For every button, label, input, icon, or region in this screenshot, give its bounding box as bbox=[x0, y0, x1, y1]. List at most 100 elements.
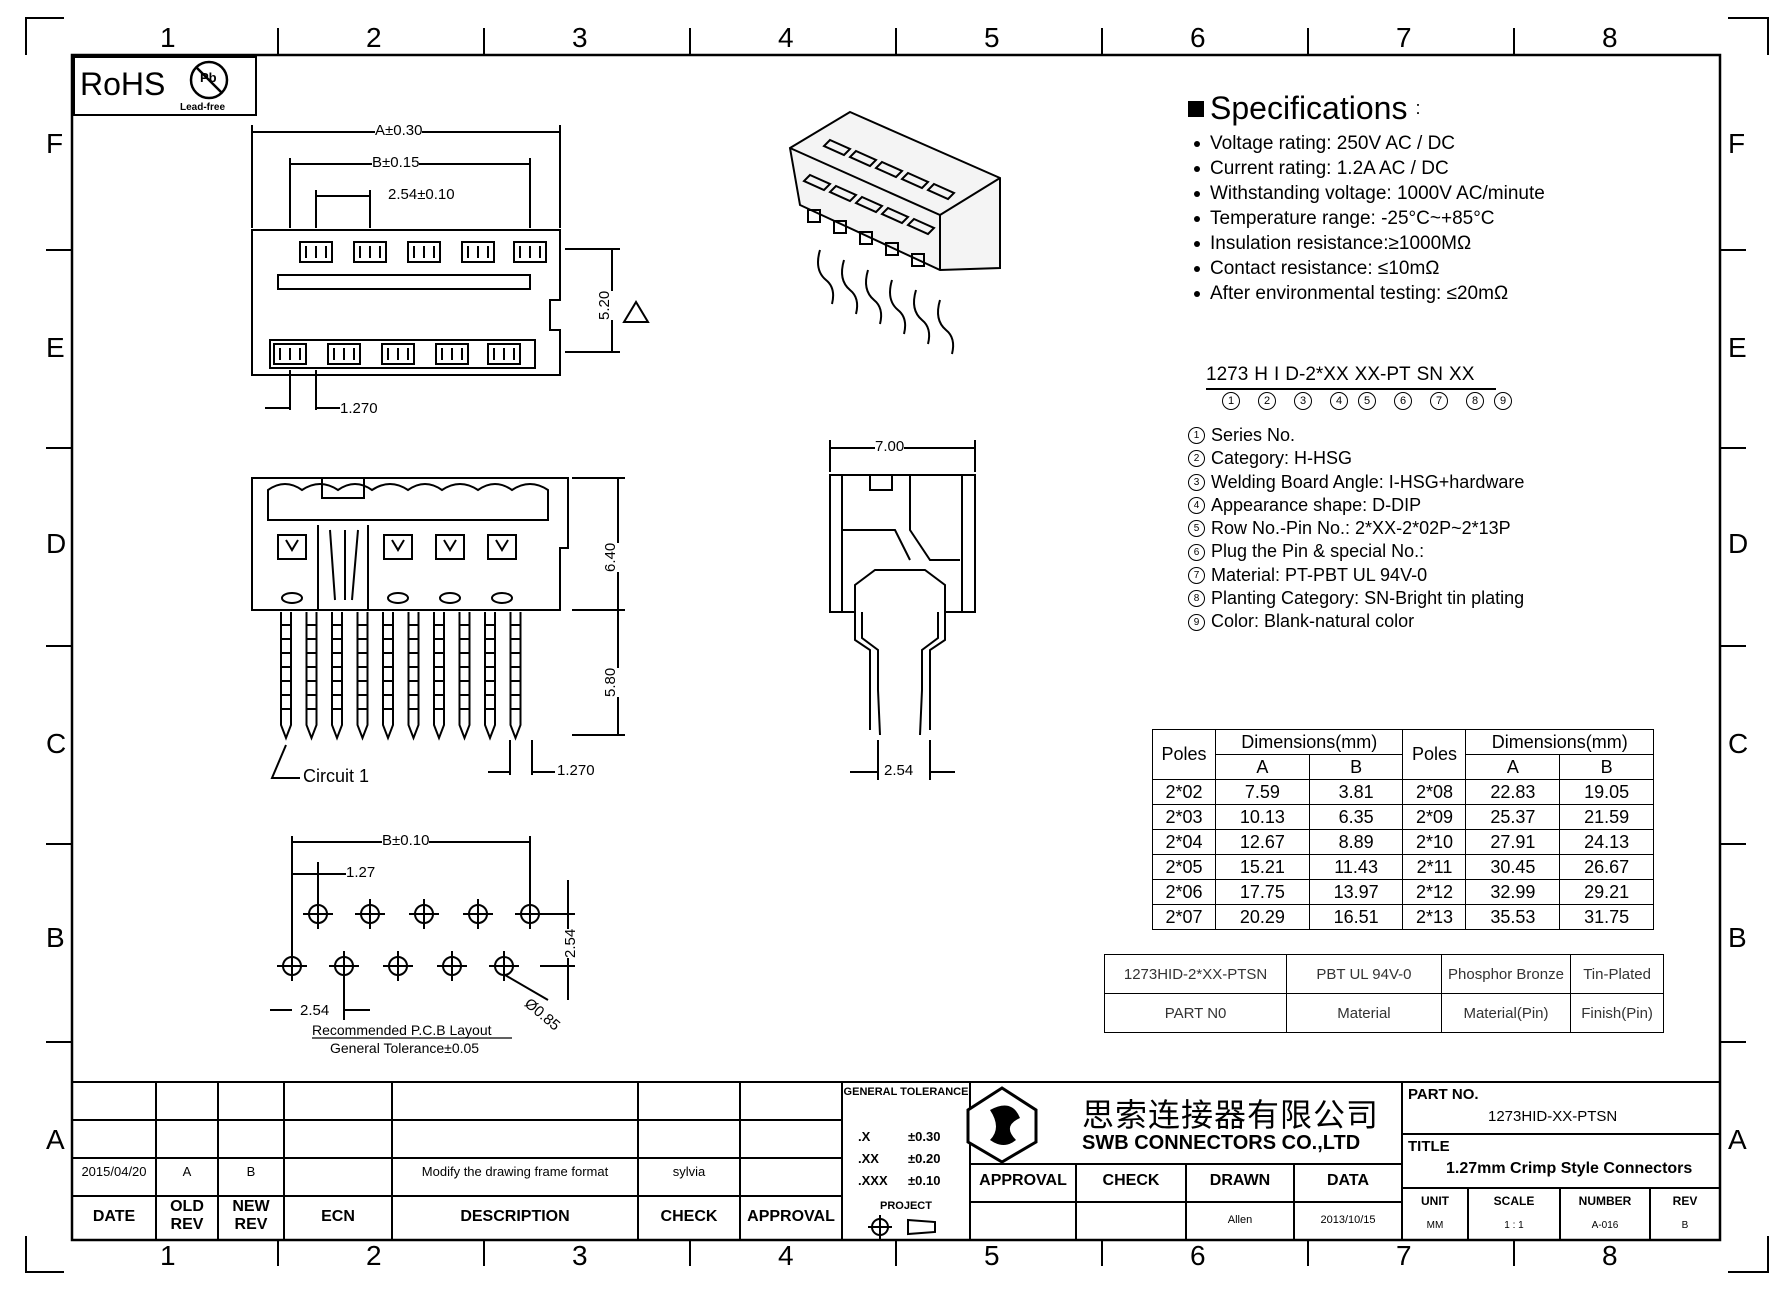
dim-cell: 11.43 bbox=[1308, 854, 1404, 880]
grid-col-bottom-2: 2 bbox=[366, 1240, 382, 1271]
dims-header-left: Dimensions(mm) bbox=[1214, 729, 1404, 755]
dim-cell: 20.29 bbox=[1215, 904, 1310, 930]
dim-cell: 7.59 bbox=[1215, 779, 1310, 805]
dim-cell: 19.05 bbox=[1559, 779, 1654, 805]
spec-text: Temperature range: -25°C~+85°C bbox=[1210, 208, 1495, 229]
grid-row-left-F: F bbox=[46, 128, 64, 159]
dim-cell: 35.53 bbox=[1465, 904, 1561, 930]
title-block-lines bbox=[72, 1081, 1720, 1240]
isometric-view bbox=[788, 110, 1001, 355]
side-view bbox=[829, 440, 976, 780]
dim-6-40: 6.40 bbox=[602, 542, 619, 572]
grid-row-right-E: E bbox=[1728, 332, 1747, 363]
legend-text: Category: H-HSG bbox=[1211, 448, 1353, 469]
material-cell: Finish(Pin) bbox=[1570, 993, 1664, 1033]
specifications-section: Specifications : Voltage rating: 250V AC… bbox=[1188, 90, 1545, 306]
dim-a: A±0.30 bbox=[375, 122, 423, 139]
poles-header-left: Poles bbox=[1152, 729, 1216, 780]
grid-col-top-8: 8 bbox=[1602, 22, 1618, 53]
dims-header-right: Dimensions(mm) bbox=[1465, 729, 1654, 755]
grid-row-right-C: C bbox=[1728, 728, 1749, 759]
code-number-icon: 1 bbox=[1222, 392, 1240, 410]
spec-text: After environmental testing: ≤20mΩ bbox=[1210, 283, 1509, 304]
sign-check: CHECK bbox=[1102, 1172, 1160, 1189]
grid-col-bottom-6: 6 bbox=[1190, 1240, 1206, 1271]
grid-col-top-6: 6 bbox=[1190, 22, 1206, 53]
tolerance-row: .XXX ±0.10 bbox=[858, 1170, 940, 1192]
circuit-1-label: Circuit 1 bbox=[303, 766, 370, 786]
spec-item: After environmental testing: ≤20mΩ bbox=[1188, 281, 1545, 306]
dim-cell: 31.75 bbox=[1559, 904, 1654, 930]
dim-b: B±0.15 bbox=[372, 154, 420, 171]
dim-cell: 2*10 bbox=[1402, 829, 1467, 855]
header-check: CHECK bbox=[660, 1208, 718, 1225]
legend-text: Color: Blank-natural color bbox=[1211, 611, 1415, 632]
code-number-icon: 3 bbox=[1294, 392, 1312, 410]
code-segment: SN bbox=[1416, 364, 1444, 385]
rev-label: REV bbox=[1672, 1194, 1698, 1208]
code-segment: D-2*XX bbox=[1285, 364, 1349, 385]
company-logo-icon bbox=[966, 1086, 1038, 1164]
bullet-icon bbox=[1194, 140, 1200, 147]
sign-drawn: DRAWN bbox=[1209, 1172, 1271, 1189]
dim-cell: 32.99 bbox=[1465, 879, 1561, 905]
legend-text: Plug the Pin & special No.: bbox=[1211, 541, 1425, 562]
legend-number-icon: 3 bbox=[1188, 473, 1205, 491]
pcb-dim-b: B±0.10 bbox=[382, 832, 430, 849]
tolerance-precision: .XXX bbox=[858, 1173, 888, 1188]
pb-label: Pb bbox=[200, 70, 217, 85]
grid-row-left-E: E bbox=[46, 332, 65, 363]
dim-cell: 21.59 bbox=[1559, 804, 1654, 830]
legend-number-icon: 5 bbox=[1188, 520, 1205, 538]
grid-col-bottom-7: 7 bbox=[1396, 1240, 1412, 1271]
pb-icon bbox=[189, 60, 229, 100]
code-number-icon: 4 bbox=[1330, 392, 1348, 410]
dim-cell: 29.21 bbox=[1559, 879, 1654, 905]
legend-text: Row No.-Pin No.: 2*XX-2*02P~2*13P bbox=[1211, 518, 1511, 539]
grid-col-top-1: 1 bbox=[160, 22, 176, 53]
bullet-icon bbox=[1194, 265, 1200, 272]
dim-cell: 26.67 bbox=[1559, 854, 1654, 880]
company-name-en: SWB CONNECTORS CO.,LTD bbox=[1082, 1132, 1361, 1154]
col-b-right: B bbox=[1559, 754, 1654, 780]
dim-1-270-side: 1.270 bbox=[557, 762, 595, 779]
grid-col-top-4: 4 bbox=[778, 22, 794, 53]
drawn-by: Allen bbox=[1227, 1214, 1253, 1226]
dim-cell: 8.89 bbox=[1308, 829, 1404, 855]
grid-row-left-A: A bbox=[46, 1124, 65, 1155]
legend-text: Appearance shape: D-DIP bbox=[1211, 494, 1422, 515]
bullet-icon bbox=[1194, 215, 1200, 222]
code-number-icon: 5 bbox=[1358, 392, 1376, 410]
dim-cell: 2*12 bbox=[1402, 879, 1467, 905]
dim-cell: 22.83 bbox=[1465, 779, 1561, 805]
legend-number-icon: 8 bbox=[1188, 590, 1205, 608]
dim-cell: 17.75 bbox=[1215, 879, 1310, 905]
material-cell: Material bbox=[1286, 993, 1442, 1033]
rev-date: 2015/04/20 bbox=[81, 1164, 147, 1179]
general-tolerance-title: GENERAL TOLERANCE bbox=[843, 1086, 969, 1098]
pcb-tolerance: General Tolerance±0.05 bbox=[330, 1040, 480, 1056]
material-cell: Phosphor Bronze bbox=[1440, 954, 1572, 994]
dim-cell: 27.91 bbox=[1465, 829, 1561, 855]
material-cell: 1273HID-2*XX-PTSN bbox=[1103, 954, 1288, 994]
lead-free-label: Lead-free bbox=[180, 102, 226, 113]
grid-row-right-F: F bbox=[1728, 128, 1746, 159]
code-segment: XX bbox=[1449, 364, 1475, 385]
header-approval: APPROVAL bbox=[747, 1208, 835, 1225]
pcb-layout-title: Recommended P.C.B Layout bbox=[312, 1022, 492, 1038]
spec-item: Contact resistance: ≤10mΩ bbox=[1188, 256, 1545, 281]
spec-text: Current rating: 1.2A AC / DC bbox=[1210, 158, 1449, 179]
code-number-icon: 7 bbox=[1430, 392, 1448, 410]
dim-cell: 24.13 bbox=[1559, 829, 1654, 855]
tolerance-value: ±0.10 bbox=[908, 1173, 941, 1188]
square-bullet-icon bbox=[1188, 100, 1204, 117]
legend-number-icon: 6 bbox=[1188, 543, 1205, 561]
col-a-left: A bbox=[1215, 754, 1310, 780]
